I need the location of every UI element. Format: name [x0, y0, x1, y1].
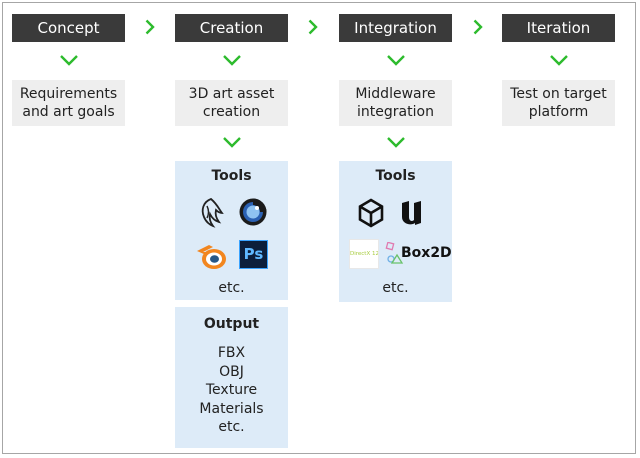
desc-iteration: Test on target platform: [502, 80, 615, 126]
box2d-label: Box2D: [401, 245, 452, 261]
blender-icon: [197, 245, 226, 269]
output-item: etc.: [218, 419, 245, 435]
desc-creation: 3D art asset creation: [175, 80, 288, 126]
stage-concept: Concept: [12, 14, 125, 42]
panel-title: Tools: [211, 168, 252, 184]
chevron-right-icon: [308, 19, 318, 35]
chevron-down-icon: [550, 55, 568, 66]
output-item: Materials: [199, 400, 264, 417]
output-item: Texture: [205, 382, 258, 398]
unity-icon: [358, 198, 384, 228]
unreal-icon: [402, 201, 421, 225]
output-list: FBX OBJ Texture Materials etc.: [175, 344, 288, 437]
box2d-icon: Box2D: [385, 242, 452, 264]
diagram-frame: Concept Creation Integration Iteration R…: [2, 2, 636, 454]
desc-integration: Middleware integration: [339, 80, 452, 126]
integration-tools-panel: Tools DirectX 12 Box2D etc.: [339, 161, 452, 302]
panel-title: Output: [203, 316, 260, 332]
creation-tools-panel: Tools Ps etc.: [175, 161, 288, 300]
output-item: OBJ: [219, 363, 244, 380]
stage-creation: Creation: [175, 14, 288, 42]
box2d-shapes-icon: [385, 242, 404, 264]
creation-output-panel: Output FBX OBJ Texture Materials etc.: [175, 307, 288, 448]
chevron-down-icon: [223, 137, 241, 148]
chevron-right-icon: [473, 19, 483, 35]
directx12-icon: DirectX 12: [349, 239, 379, 269]
chevron-down-icon: [60, 55, 78, 66]
chevron-right-icon: [145, 19, 155, 35]
tools-etc: etc.: [382, 280, 409, 296]
chevron-down-icon: [387, 55, 405, 66]
stage-integration: Integration: [339, 14, 452, 42]
photoshop-icon: Ps: [239, 240, 268, 269]
output-item: FBX: [217, 345, 246, 361]
tools-etc: etc.: [218, 280, 245, 296]
stage-iteration: Iteration: [502, 14, 615, 42]
maya-icon: [201, 197, 224, 228]
panel-title: Tools: [375, 168, 416, 184]
chevron-down-icon: [387, 137, 405, 148]
desc-concept: Requirements and art goals: [12, 80, 125, 126]
cinema4d-icon: [239, 198, 267, 226]
chevron-down-icon: [223, 55, 241, 66]
